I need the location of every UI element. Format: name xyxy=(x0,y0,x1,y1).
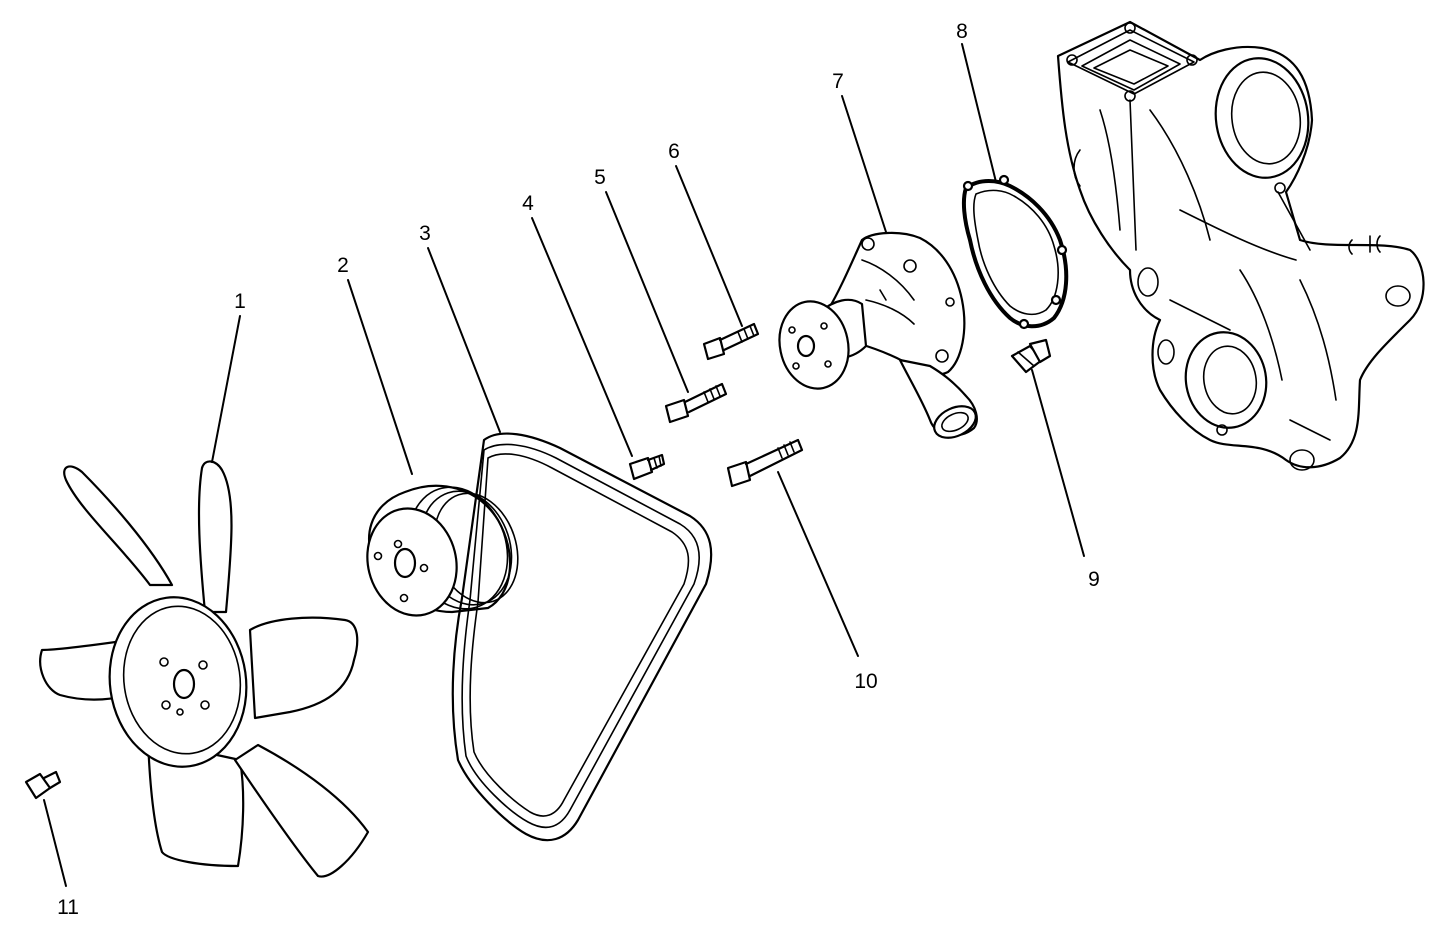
leader-9 xyxy=(1031,369,1085,557)
callout-4: 4 xyxy=(522,192,534,215)
leader-7 xyxy=(841,95,887,233)
callout-2: 2 xyxy=(337,254,349,277)
leader-10 xyxy=(777,471,859,657)
leader-lines xyxy=(43,43,1311,887)
leader-1 xyxy=(211,315,241,463)
callout-10: 10 xyxy=(854,670,877,693)
callout-6: 6 xyxy=(668,140,680,163)
callout-1: 1 xyxy=(234,290,246,313)
callout-9: 9 xyxy=(1088,568,1100,591)
callout-7: 7 xyxy=(832,70,844,93)
leader-8 xyxy=(961,43,997,183)
bolt-upper xyxy=(702,322,760,361)
leader-5 xyxy=(605,191,689,393)
bolt-medium xyxy=(664,382,728,424)
fan xyxy=(39,460,370,878)
leader-4 xyxy=(531,217,633,457)
drain-plug xyxy=(24,770,62,800)
leader-2 xyxy=(347,279,413,475)
fan-pulley xyxy=(366,484,519,617)
v-belt xyxy=(451,432,713,842)
callout-3: 3 xyxy=(419,222,431,245)
leader-6 xyxy=(675,165,743,327)
bolt-small xyxy=(628,453,666,481)
gear-case-cover xyxy=(1056,20,1425,471)
gasket xyxy=(961,174,1069,330)
leader-11 xyxy=(43,799,67,887)
leader-3 xyxy=(427,247,501,433)
callout-11: 11 xyxy=(57,896,79,919)
bolt-long xyxy=(726,438,804,488)
callout-labels: 1 2 3 4 5 6 7 8 9 10 11 xyxy=(57,20,1100,919)
temperature-sensor xyxy=(1010,338,1052,374)
water-pump xyxy=(778,231,978,439)
callout-8: 8 xyxy=(956,20,968,43)
callout-5: 5 xyxy=(594,166,606,189)
